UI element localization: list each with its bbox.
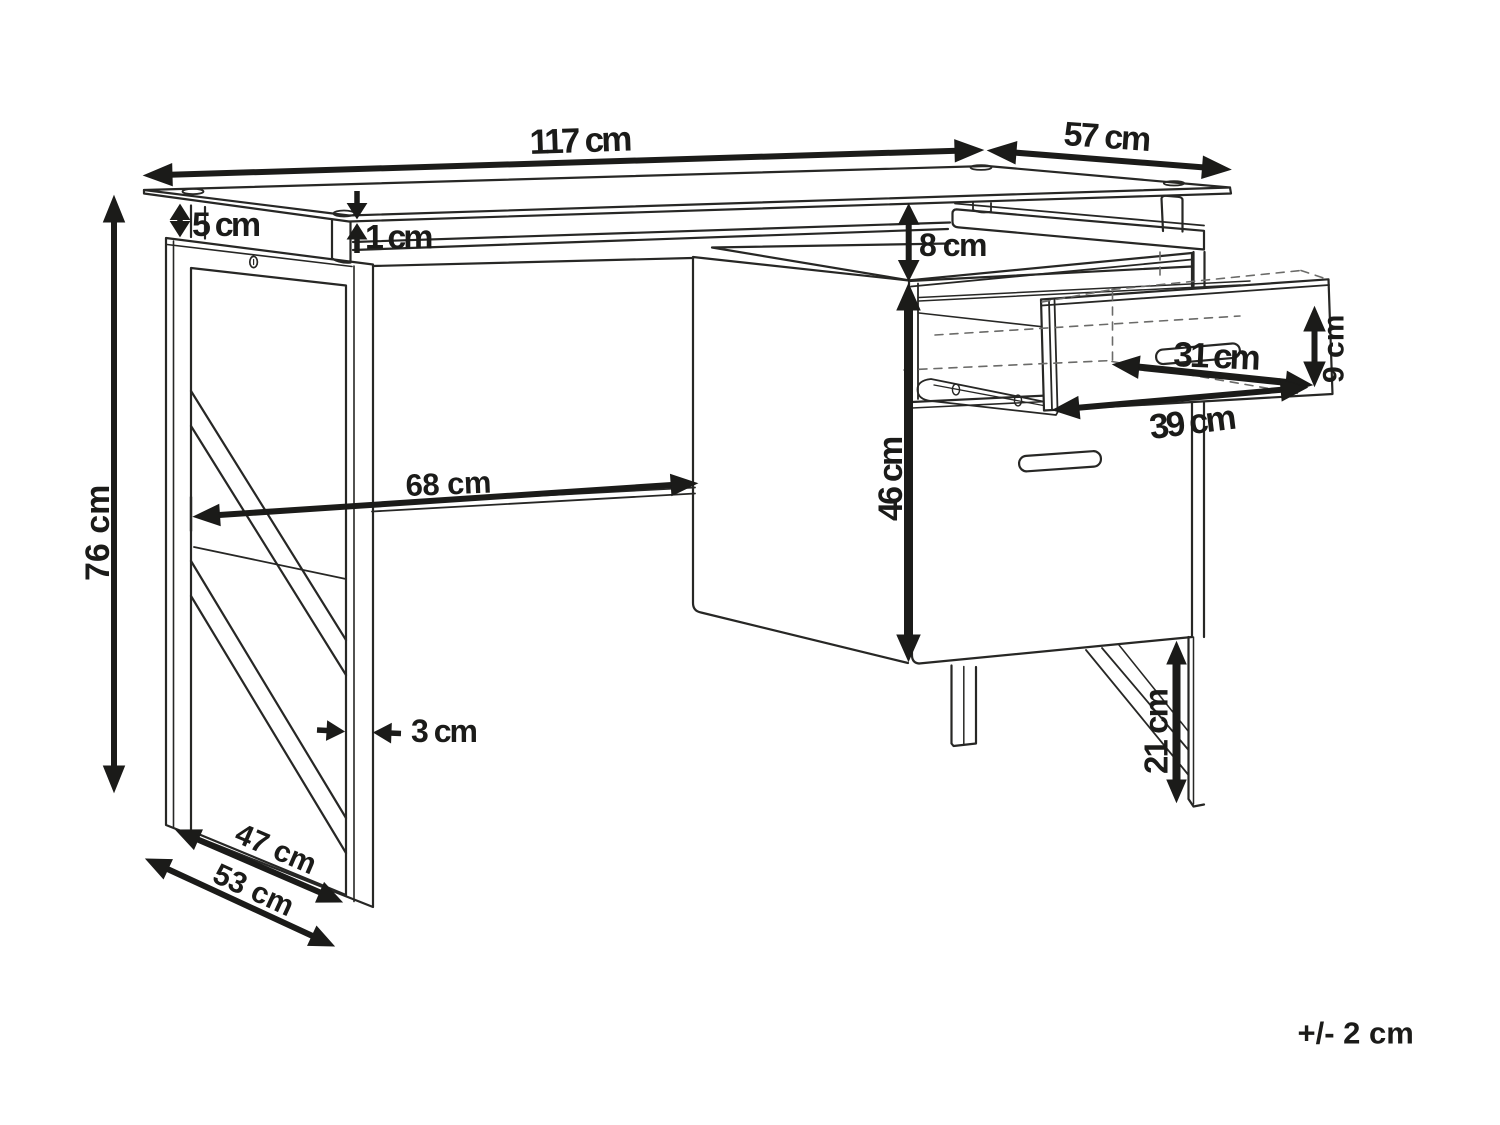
svg-text:68 cm: 68 cm bbox=[405, 465, 492, 503]
svg-text:+/- 2 cm: +/- 2 cm bbox=[1298, 1016, 1414, 1051]
svg-text:76 cm: 76 cm bbox=[79, 485, 117, 581]
svg-text:57 cm: 57 cm bbox=[1062, 115, 1151, 159]
svg-text:46 cm: 46 cm bbox=[872, 437, 910, 521]
svg-text:5 cm: 5 cm bbox=[192, 206, 260, 244]
svg-text:1 cm: 1 cm bbox=[365, 219, 432, 257]
svg-text:9 cm: 9 cm bbox=[1318, 315, 1351, 383]
svg-text:8 cm: 8 cm bbox=[919, 227, 986, 263]
svg-text:3 cm: 3 cm bbox=[411, 713, 476, 749]
svg-text:117 cm: 117 cm bbox=[529, 120, 631, 162]
svg-text:21 cm: 21 cm bbox=[1138, 689, 1175, 774]
svg-text:31 cm: 31 cm bbox=[1173, 335, 1260, 378]
